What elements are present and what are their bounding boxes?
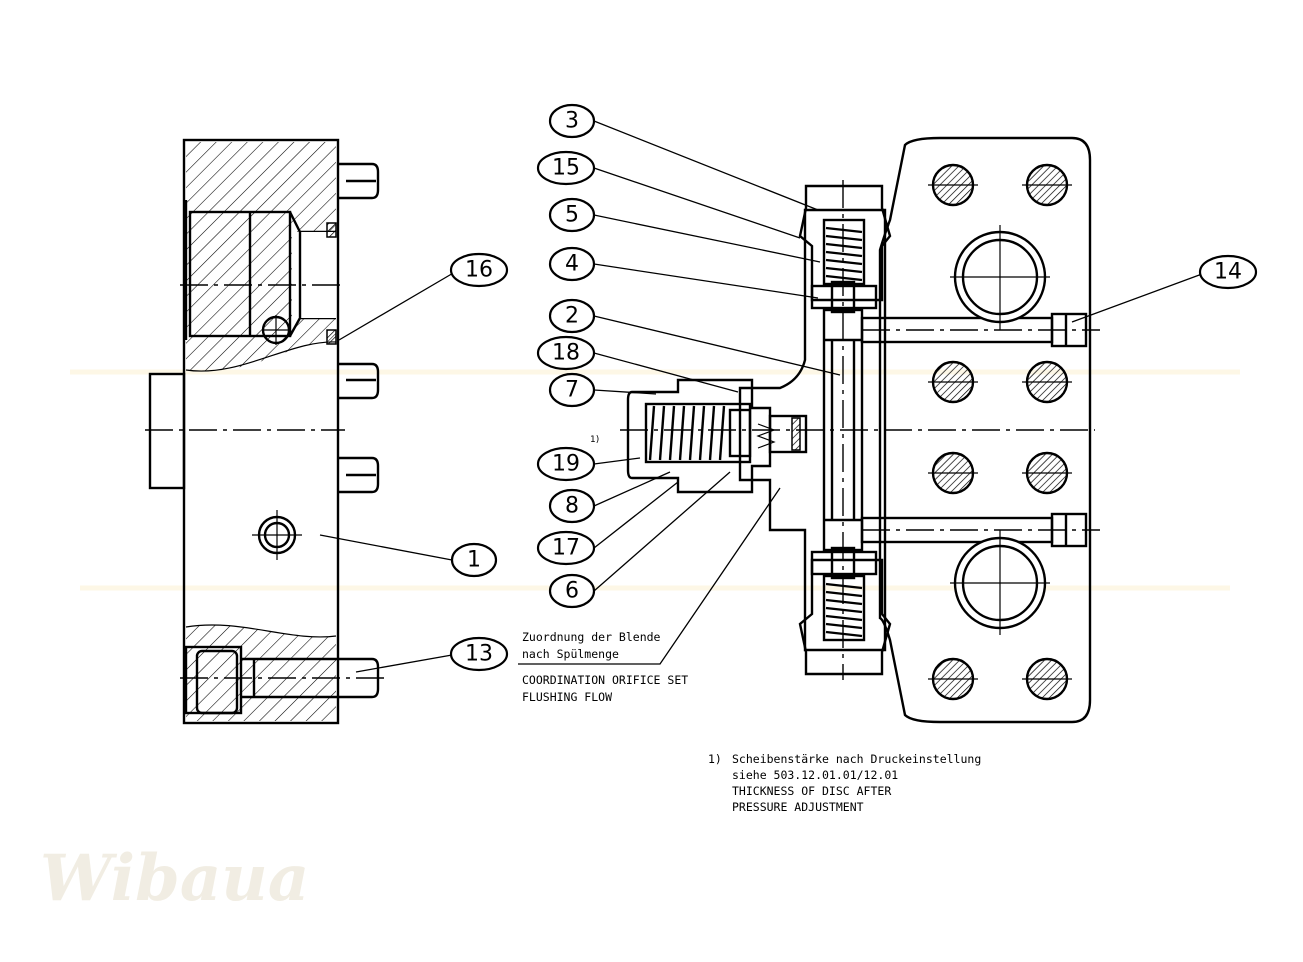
footnote: 1) Scheibenstärke nach Druckeinstellung …: [708, 752, 981, 814]
callout-19[interactable]: 19: [536, 446, 596, 482]
callout-13-label: 13: [465, 642, 493, 667]
footnote-de-2: siehe 503.12.01.01/12.01: [732, 768, 898, 782]
callout-4[interactable]: 4: [548, 246, 596, 282]
footnote-en-1: THICKNESS OF DISC AFTER: [732, 784, 891, 798]
callout-14-label: 14: [1214, 260, 1242, 285]
footnote-marker: 1): [708, 752, 722, 766]
callout-17-label: 17: [552, 536, 580, 561]
callout-13[interactable]: 13: [449, 636, 509, 672]
callout-5[interactable]: 5: [548, 197, 596, 233]
callout-18[interactable]: 18: [536, 335, 596, 371]
callout-6[interactable]: 6: [548, 573, 596, 609]
callout-8-label: 8: [565, 494, 579, 519]
orifice-note-de-2: nach Spülmenge: [522, 647, 619, 661]
callout-7-label: 7: [565, 378, 579, 403]
footnote-de-1: Scheibenstärke nach Druckeinstellung: [732, 752, 981, 766]
callout-2-label: 2: [565, 304, 579, 329]
section-view: [620, 136, 1100, 724]
callout-16-label: 16: [465, 258, 493, 283]
callout-3[interactable]: 3: [548, 103, 596, 139]
watermark-text: Wibaua: [40, 841, 309, 916]
callout-8[interactable]: 8: [548, 488, 596, 524]
callout-6-label: 6: [565, 579, 579, 604]
side-view: [145, 138, 385, 725]
callout-7[interactable]: 7: [548, 372, 596, 408]
callout-19-superscript: 1): [590, 435, 599, 445]
orifice-note-en-2: FLUSHING FLOW: [522, 690, 612, 704]
callout-19-label: 19: [552, 452, 580, 477]
orifice-note: Zuordnung der Blende nach Spülmenge COOR…: [522, 630, 688, 704]
orifice-note-de-1: Zuordnung der Blende: [522, 630, 661, 644]
callout-14[interactable]: 14: [1198, 254, 1258, 290]
callout-1-label: 1: [467, 548, 481, 573]
orifice-note-en-1: COORDINATION ORIFICE SET: [522, 673, 688, 687]
callout-1[interactable]: 1: [450, 542, 498, 578]
callout-15-label: 15: [552, 156, 580, 181]
callout-18-label: 18: [552, 341, 580, 366]
callout-17[interactable]: 17: [536, 530, 596, 566]
callout-5-label: 5: [565, 203, 579, 228]
callout-3-label: 3: [565, 109, 579, 134]
callout-15[interactable]: 15: [536, 150, 596, 186]
footnote-en-2: PRESSURE ADJUSTMENT: [732, 800, 864, 814]
leader-lines: [319, 120, 1203, 673]
callout-4-label: 4: [565, 252, 579, 277]
callout-balloons: 3 15 5 4 2 18 7 19 1) 8 17 6 16 1 13 14: [449, 103, 1258, 672]
callout-16[interactable]: 16: [449, 252, 509, 288]
callout-2[interactable]: 2: [548, 298, 596, 334]
